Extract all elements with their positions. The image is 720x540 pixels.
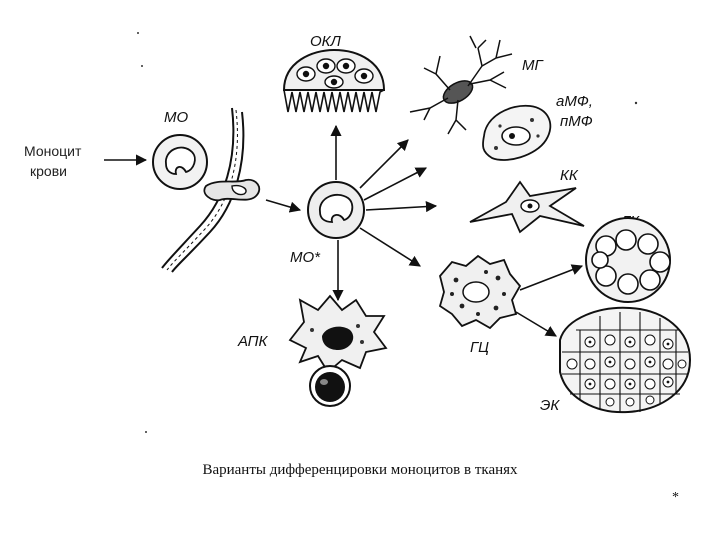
ek-label: ЭК xyxy=(540,397,560,414)
histiocyte-gc-cell xyxy=(438,254,522,330)
migrating-monocyte xyxy=(203,178,261,202)
tissue-monocyte-mo-star xyxy=(307,181,365,239)
lymphocyte-cell xyxy=(309,365,351,407)
antigen-presenting-cell-apk xyxy=(288,294,388,374)
scan-artifact-dots xyxy=(137,32,638,433)
blood-vessel xyxy=(161,107,245,273)
osteoclast-okl-cell xyxy=(282,48,386,113)
mo-label: МО xyxy=(164,109,188,126)
footnote-mark: * xyxy=(672,490,679,505)
kupffer-cell-kk xyxy=(469,180,585,234)
epithelioid-cells-ek xyxy=(559,306,692,414)
pmf-label: пМФ xyxy=(560,113,593,130)
arrow-to-mo-star xyxy=(265,199,302,213)
mo-star-label: МО* xyxy=(290,249,321,266)
figure-caption: Варианты дифференцировки моноцитов в тка… xyxy=(202,462,518,478)
macrophage-amf-pmf-cell xyxy=(482,104,552,161)
amf-label: аМФ, xyxy=(556,93,593,110)
blood-monocyte-label-line1: Моноцит xyxy=(24,143,82,159)
giant-cell-gk xyxy=(585,217,671,303)
apk-label: АПК xyxy=(237,333,269,350)
okl-label: ОКЛ xyxy=(310,33,342,50)
kk-label: КК xyxy=(560,167,579,184)
microglia-mg-cell xyxy=(409,35,513,135)
differentiation-arrows xyxy=(330,124,584,337)
monocyte-mo-cell xyxy=(152,134,208,190)
blood-monocyte-label-line2: крови xyxy=(30,163,67,179)
mg-label: МГ xyxy=(522,57,544,74)
gc-label: ГЦ xyxy=(470,339,489,356)
